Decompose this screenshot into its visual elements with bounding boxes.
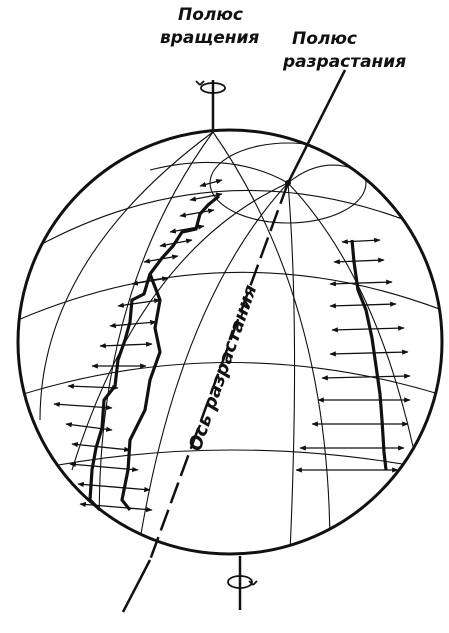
- rotation-pole-label-line1: Полюс: [178, 6, 243, 25]
- ridge-belt-right: [352, 240, 386, 470]
- spreading-pole-label-line2: разрастания: [283, 53, 406, 72]
- rotation-arrow-icon: [196, 81, 225, 93]
- spreading-axis-label: Ось разрастания: [185, 282, 262, 454]
- spreading-pole-label-line1: Полюс: [292, 30, 357, 49]
- rotation-arrow-icon: [228, 576, 257, 588]
- spreading-pole-point: [285, 180, 291, 186]
- rotation-pole-label-line2: вращения: [160, 29, 259, 48]
